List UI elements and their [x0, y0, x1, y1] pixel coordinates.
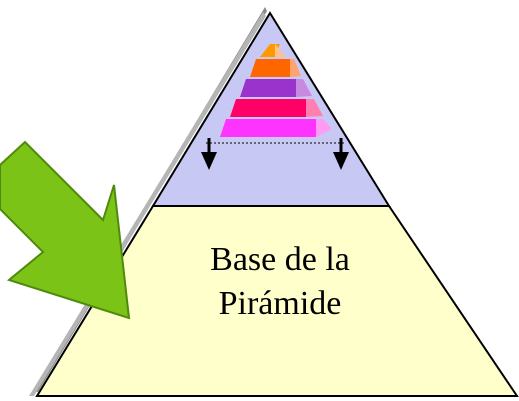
mini-level-1-side [275, 44, 286, 57]
mini-level-4-side [306, 99, 323, 117]
base-label: Base de la Pirámide [150, 238, 410, 326]
mini-level-2 [250, 59, 290, 77]
down-arrow-right-icon [333, 138, 349, 170]
mini-level-3-side [296, 79, 312, 97]
green-arrow-icon [0, 140, 131, 320]
down-arrow-left-icon [201, 138, 217, 170]
mini-level-2-side [290, 59, 301, 77]
mini-level-3 [240, 79, 296, 97]
mini-level-4 [230, 99, 306, 117]
base-label-line-1: Base de la [210, 241, 350, 278]
base-label-line-2: Pirámide [218, 285, 342, 322]
mini-pyramid-icon [220, 44, 332, 137]
mini-level-5-side [316, 119, 332, 137]
mini-level-5 [220, 119, 316, 137]
